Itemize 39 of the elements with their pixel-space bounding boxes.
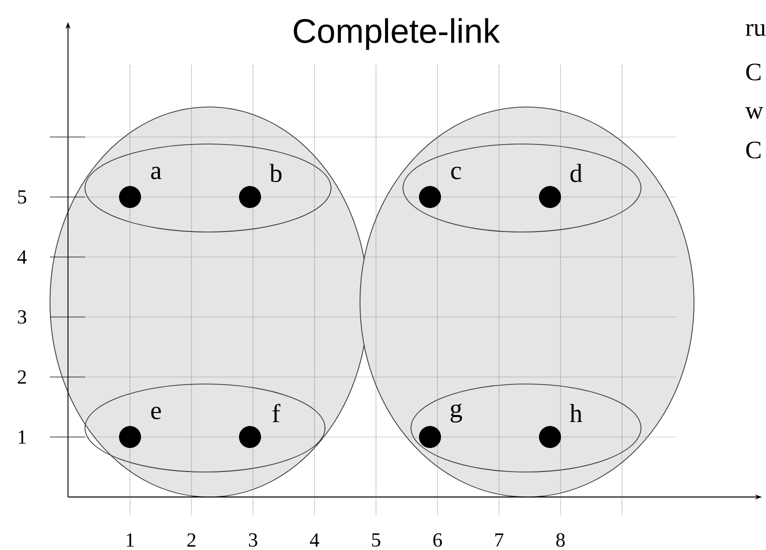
axis-number: 2: [187, 533, 196, 547]
subcluster-ellipse: [402, 144, 642, 232]
axis-number: 3: [18, 310, 26, 324]
node-label: a: [151, 166, 162, 180]
node-label: c: [451, 166, 461, 180]
data-point: e: [119, 406, 161, 448]
side-text: C: [746, 64, 760, 80]
data-point: c: [419, 166, 461, 208]
data-point: a: [119, 166, 162, 208]
node-label: f: [272, 404, 280, 422]
side-text: w: [745, 107, 764, 119]
axis-number: 1: [126, 533, 134, 547]
axis-number: 5: [18, 190, 26, 204]
title: Complete-link: [294, 18, 500, 50]
side-text: ru: [746, 24, 766, 36]
subcluster-ellipse: [410, 384, 642, 472]
axis-number: 3: [248, 533, 258, 547]
subcluster-ellipse: [84, 144, 332, 232]
node-label: e: [151, 406, 161, 420]
axis-number: 5: [372, 533, 380, 547]
cluster-ellipse: [360, 106, 694, 498]
axis-number: 6: [433, 533, 442, 547]
node-label: h: [570, 404, 582, 422]
axis-number: 7: [495, 533, 504, 547]
axis-number: 1: [18, 430, 26, 444]
node-label: b: [270, 164, 282, 182]
axis-number: 4: [310, 533, 320, 547]
data-point: h: [539, 404, 582, 448]
axis-number: 8: [556, 533, 565, 547]
data-point: f: [239, 404, 280, 448]
data-point: b: [239, 164, 282, 208]
axis-number: 4: [17, 250, 27, 264]
subcluster-ellipse: [84, 384, 326, 472]
node-label: d: [570, 164, 582, 182]
node-label: g: [450, 404, 462, 422]
data-point: d: [539, 164, 582, 208]
side-text: C: [746, 142, 760, 158]
data-point: g: [419, 404, 462, 448]
axis-number: 2: [18, 370, 26, 384]
